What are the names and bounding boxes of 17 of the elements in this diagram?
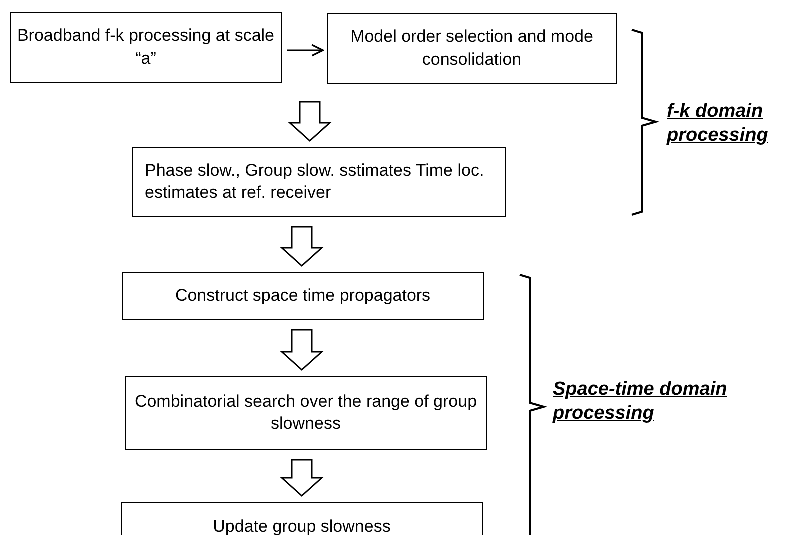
box-text: Construct space time propagators: [175, 284, 431, 307]
arrow: [287, 44, 324, 57]
block-arrow: [288, 101, 332, 142]
process-box: [122, 272, 484, 320]
process-box: [10, 12, 282, 83]
box-text: Phase slow., Group slow. sstimates Time loc. estimates at ref. receiver: [145, 160, 486, 204]
process-box: [125, 376, 487, 450]
process-box: [327, 13, 617, 84]
box-text: Combinatorial search over the range of group slowness: [134, 390, 478, 435]
process-box: [132, 147, 506, 217]
block-arrow: [280, 226, 324, 267]
section-label: f-k domain processing: [667, 100, 770, 148]
box-text: Broadband f-k processing at scale “a”: [16, 25, 276, 70]
block-arrow: [280, 329, 324, 371]
box-text: Model order selection and mode consolidation: [350, 26, 594, 70]
block-arrow: [280, 459, 324, 497]
section-label: Space-time domain processing: [553, 378, 728, 426]
